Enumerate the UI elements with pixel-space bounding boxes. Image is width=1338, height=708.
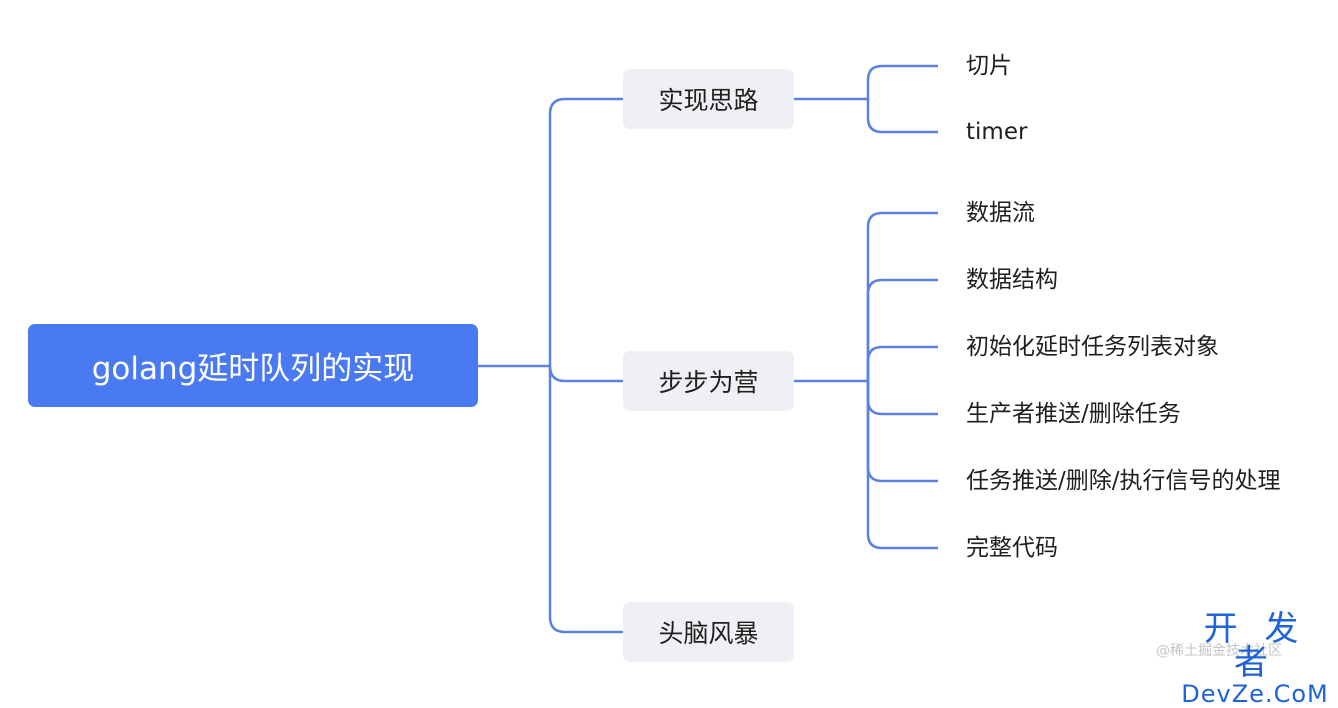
watermark-juejin: @稀土掘金技术社区	[1156, 643, 1282, 659]
branch-node-label: 步步为营	[658, 368, 759, 397]
watermark-brand-en: DevZe.CoM	[1181, 680, 1329, 708]
connector-leaf-2-4	[866, 381, 938, 416]
connector-leaf-2-3	[866, 345, 938, 381]
mindmap-canvas: golang延时队列的实现 实现思路 步步为营 头脑风暴 切片 timer 数据…	[28, 53, 1328, 706]
connector-leaf-1-1	[866, 64, 938, 99]
leaf-node-timer[interactable]: timer	[966, 119, 1028, 145]
branch-node-brainstorm[interactable]: 头脑风暴	[623, 602, 794, 662]
connector-leaf-2-2	[866, 278, 938, 381]
leaf-node-producer-push-delete[interactable]: 生产者推送/删除任务	[966, 401, 1181, 427]
connector-branch-1	[548, 97, 623, 366]
root-node[interactable]: golang延时队列的实现	[28, 324, 478, 407]
leaf-node-data-structure[interactable]: 数据结构	[966, 267, 1058, 293]
watermark-devze-logo: 开 发 者 DevZe.CoM	[1180, 612, 1330, 706]
root-node-label: golang延时队列的实现	[91, 351, 415, 387]
leaf-node-full-code[interactable]: 完整代码	[966, 535, 1058, 561]
leaf-node-slice[interactable]: 切片	[966, 53, 1012, 79]
branch-node-label: 实现思路	[658, 86, 759, 115]
watermark-brand-cn: 开 发 者	[1203, 609, 1307, 683]
leaf-node-init-task-list[interactable]: 初始化延时任务列表对象	[966, 334, 1219, 360]
connector-leaf-2-1	[866, 211, 938, 381]
leaf-node-data-flow[interactable]: 数据流	[966, 200, 1035, 226]
connector-leaf-2-6	[866, 381, 938, 550]
connector-leaf-1-2	[866, 99, 938, 134]
connector-leaf-2-5	[866, 381, 938, 483]
connector-branch-2	[548, 365, 623, 383]
branch-node-step-by-step[interactable]: 步步为营	[623, 351, 794, 411]
branch-node-implementation-idea[interactable]: 实现思路	[623, 69, 794, 129]
leaf-node-signal-handling[interactable]: 任务推送/删除/执行信号的处理	[966, 468, 1281, 494]
connector-branch-3	[548, 366, 623, 634]
branch-node-label: 头脑风暴	[658, 619, 759, 648]
connector-lines	[478, 64, 938, 634]
